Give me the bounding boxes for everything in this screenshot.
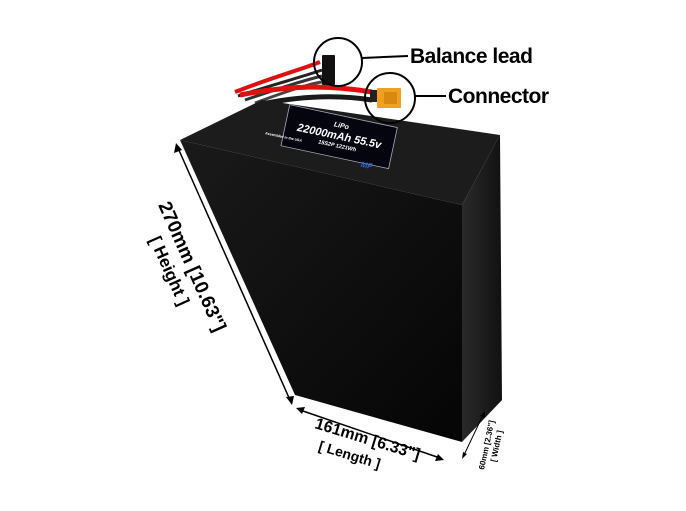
xt-connector [370, 88, 401, 108]
connector-callout-circle [364, 72, 416, 124]
connector-callout: Connector [448, 85, 549, 108]
balance-lead-callout: Balance lead [410, 45, 532, 68]
width-dimension-arrow [462, 411, 485, 459]
battery-front-face [180, 140, 462, 442]
balance-lead-pointer [361, 55, 409, 59]
balance-lead-callout-circle [313, 37, 363, 87]
battery-side-face [462, 135, 502, 442]
power-wires [239, 84, 373, 107]
length-dimension-arrow [296, 407, 444, 461]
battery-label: LiPo 22000mAh 55.5v 15S2P 1221Wh Assembl… [264, 104, 398, 171]
balance-plug [322, 55, 335, 85]
brand-logo: MF [360, 160, 374, 171]
height-dimension-arrow [174, 143, 294, 405]
label-assembled: Assembled in the USA [264, 131, 303, 143]
label-chemistry: LiPo [333, 121, 350, 131]
